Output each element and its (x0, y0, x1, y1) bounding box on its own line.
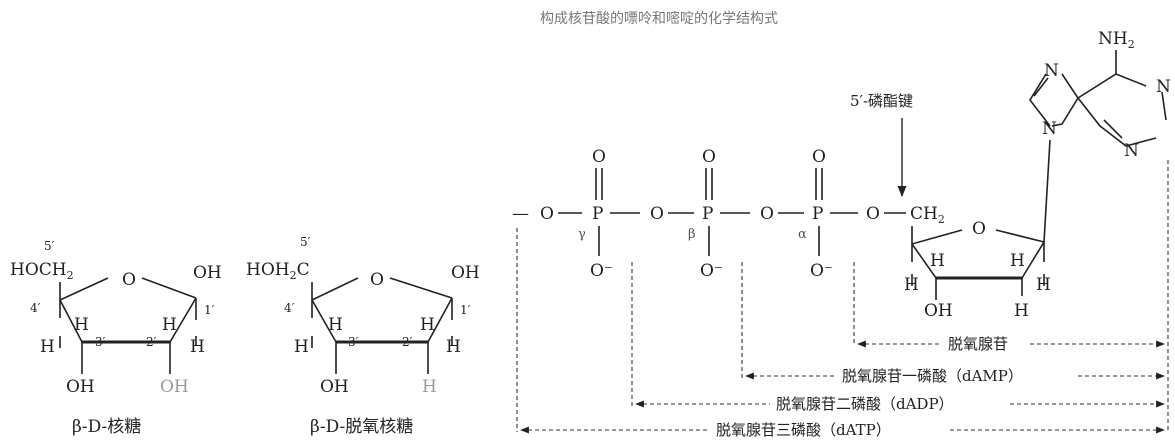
ribose-pos-2: 2′ (146, 335, 157, 349)
datp-c1-h: H (1036, 275, 1051, 295)
glycosidic-bond (1043, 139, 1051, 243)
ribose-c1-oh: OH (193, 263, 222, 283)
deoxyribose-c4-h: H (328, 315, 343, 335)
gamma-label: γ (578, 227, 586, 242)
p-beta-o-minus: O⁻ (700, 261, 723, 281)
deoxyribose-pos-1: 1′ (460, 303, 471, 317)
phosphoester-bond-label: 5′-磷酯键 (850, 92, 913, 110)
beta-label: β (688, 227, 696, 242)
p-beta-double-o: O (702, 147, 716, 167)
ribose-structure: 5′ HOCH2 O OH 4′ 1′ H H 3′ 2′ H H OH OH … (10, 239, 222, 437)
p-single-bonds-down (598, 226, 820, 256)
datp-c4-h2: H (904, 275, 919, 295)
p-double-bonds (595, 168, 823, 200)
adenine-n9: N (1042, 119, 1057, 139)
ribose-c1-h: H (190, 337, 205, 357)
diagram-title: 构成核苷酸的嘌呤和嘧啶的化学结构式 (540, 10, 778, 27)
p-alpha-double-o: O (812, 147, 826, 167)
ribose-pos-3: 3′ (95, 335, 106, 349)
ribose-hoch2: HOCH2 (10, 260, 74, 282)
ribose-pos-5: 5′ (44, 239, 55, 253)
span-damp-label: 脱氧腺苷一磷酸（dAMP） (842, 367, 1023, 385)
adenine-ring-bonds (1029, 50, 1167, 147)
ribose-c3-oh: OH (66, 377, 95, 397)
phosphorus-beta: P (702, 204, 713, 224)
chain-o-3: O (760, 204, 774, 224)
deoxyribose-c2-h: H (420, 315, 435, 335)
deoxyribose-c1-h: H (446, 337, 461, 357)
p-alpha-o-minus: O⁻ (810, 261, 833, 281)
span-deoxyadenosine-label: 脱氧腺苷 (948, 335, 1008, 353)
ribose-pos-4: 4′ (30, 301, 41, 315)
phosphorus-gamma: P (592, 204, 603, 224)
datp-ring-oxygen: O (972, 219, 986, 239)
datp-structure: — O P O P O P O CH2 O O O O⁻ O⁻ O⁻ γ β α… (512, 29, 1171, 321)
ribose-c2-h: H (162, 315, 177, 335)
ribose-substituent-bonds (59, 298, 197, 374)
adenine-n1: N (1156, 77, 1171, 97)
deoxyribose-c3-oh: OH (320, 377, 349, 397)
ribose-c4-h2: H (40, 337, 55, 357)
chain-o-1: O (540, 204, 554, 224)
datp-sugar-substituent-bonds (911, 242, 1045, 300)
p-gamma-double-o: O (592, 147, 606, 167)
ribose-pos-1: 1′ (204, 303, 215, 317)
deoxyribose-structure: 5′ HOH2C O OH 4′ 1′ H H 3′ 2′ H H OH H β… (246, 235, 480, 437)
chain-o-4: O (866, 204, 880, 224)
span-dadp-label: 脱氧腺苷二磷酸（dADP） (776, 395, 954, 413)
ribose-caption: β-D-核糖 (72, 417, 141, 437)
adenine-n3: N (1124, 141, 1139, 161)
adenine-n7: N (1044, 61, 1059, 81)
deoxyribose-hoh2c: HOH2C (246, 260, 310, 282)
adenine-nh2: NH2 (1098, 29, 1135, 51)
deoxyribose-caption: β-D-脱氧核糖 (310, 417, 413, 437)
deoxyribose-c2-h-gray: H (422, 377, 437, 397)
datp-c2-h-lower: H (1014, 301, 1029, 321)
ribose-c4-h: H (74, 315, 89, 335)
datp-c2-h: H (1010, 251, 1025, 271)
deoxyribose-pos-2: 2′ (402, 335, 413, 349)
span-datp-label: 脱氧腺苷三磷酸（dATP） (716, 421, 891, 439)
phosphorus-alpha: P (812, 204, 823, 224)
ribose-ring-oxygen: O (122, 270, 136, 290)
p-gamma-o-minus: O⁻ (590, 261, 613, 281)
deoxyribose-pos-3: 3′ (348, 335, 359, 349)
chain-o-2: O (650, 204, 664, 224)
datp-c4-h: H (930, 251, 945, 271)
deoxyribose-ring-oxygen: O (370, 270, 384, 290)
ribose-c2-oh: OH (160, 377, 189, 397)
datp-c3-oh: OH (924, 301, 953, 321)
deoxyribose-substituent-bonds (311, 298, 453, 374)
deoxyribose-pos-5: 5′ (300, 235, 311, 249)
deoxyribose-c4-h2: H (294, 337, 309, 357)
alpha-label: α (798, 227, 807, 242)
deoxyribose-pos-4: 4′ (284, 301, 295, 315)
nucleotide-spans: 脱氧腺苷 脱氧腺苷一磷酸（dAMP） 脱氧腺苷二磷酸（dADP） 脱氧腺苷三磷酸… (516, 160, 1169, 439)
chain-bond-start: — (512, 204, 529, 224)
sugar-ch2: CH2 (910, 204, 945, 226)
deoxyribose-c1-oh: OH (451, 263, 480, 283)
